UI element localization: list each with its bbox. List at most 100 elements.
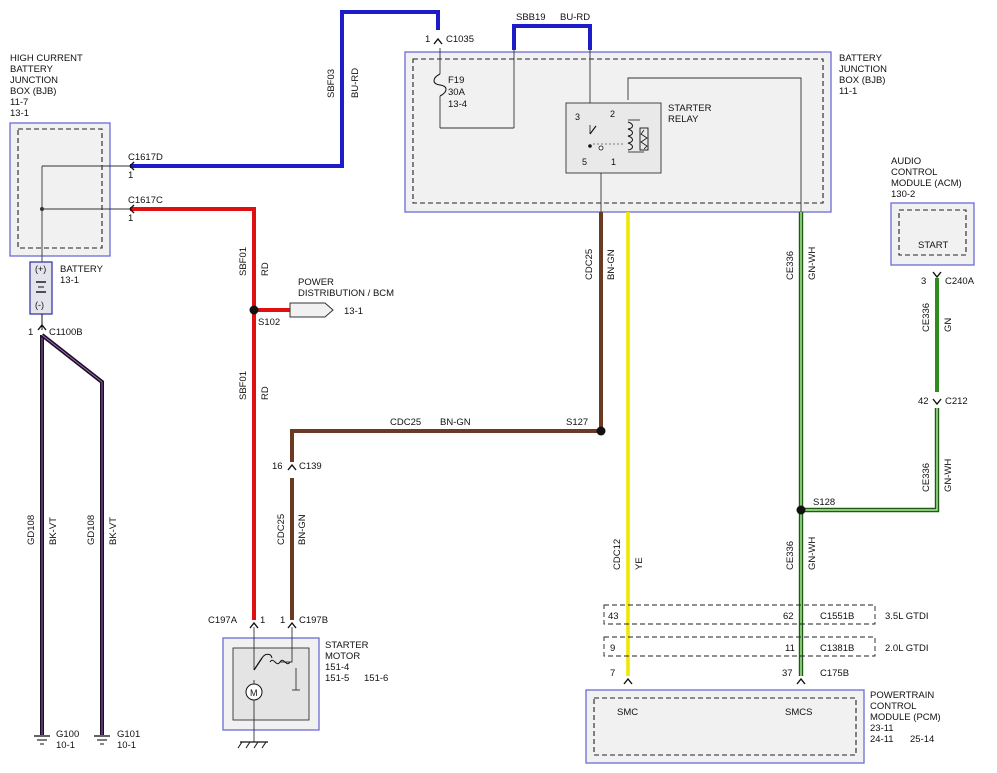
svg-text:151-4: 151-4: [325, 662, 349, 673]
svg-text:CE336: CE336: [785, 251, 796, 280]
svg-text:C1617C: C1617C: [128, 195, 163, 206]
svg-text:C240A: C240A: [945, 276, 975, 287]
svg-text:3: 3: [921, 276, 926, 287]
svg-text:C1551B: C1551B: [820, 611, 854, 622]
svg-text:G101: G101: [117, 729, 140, 740]
ground-g101-icon: [94, 735, 110, 745]
svg-text:S128: S128: [813, 497, 835, 508]
svg-text:GN: GN: [943, 318, 954, 332]
svg-text:CDC25: CDC25: [390, 417, 421, 428]
wire-gd108: [40, 314, 104, 735]
starter-motor-box: [222, 637, 320, 731]
svg-text:CE336: CE336: [921, 463, 932, 492]
svg-text:11: 11: [785, 643, 795, 654]
svg-text:1: 1: [260, 615, 265, 626]
svg-text:GN-WH: GN-WH: [943, 459, 954, 492]
svg-text:24-11: 24-11: [870, 734, 894, 745]
svg-text:CDC25: CDC25: [584, 249, 595, 280]
svg-text:1: 1: [425, 34, 430, 45]
ground-labels: G100 10-1 G101 10-1: [56, 729, 140, 751]
svg-text:BN-GN: BN-GN: [440, 417, 471, 428]
acm-box: [890, 202, 975, 266]
wire-sbf01: [130, 207, 290, 620]
svg-text:C197A: C197A: [208, 615, 238, 626]
svg-text:43: 43: [608, 611, 619, 622]
svg-text:DISTRIBUTION / BCM: DISTRIBUTION / BCM: [298, 288, 394, 299]
svg-text:10-1: 10-1: [56, 740, 75, 751]
svg-text:C212: C212: [945, 396, 968, 407]
svg-text:C197B: C197B: [299, 615, 328, 626]
svg-text:10-1: 10-1: [117, 740, 136, 751]
svg-text:S102: S102: [258, 317, 280, 328]
svg-text:BN-GN: BN-GN: [297, 514, 308, 545]
svg-text:13-1: 13-1: [344, 306, 363, 317]
svg-text:62: 62: [783, 611, 794, 622]
connector-chevrons: [37, 37, 942, 685]
svg-text:1: 1: [280, 615, 285, 626]
svg-text:CONTROL: CONTROL: [870, 701, 916, 712]
svg-text:7: 7: [610, 668, 615, 679]
svg-text:11-1: 11-1: [839, 86, 857, 97]
svg-text:130-2: 130-2: [891, 189, 915, 200]
svg-text:C1381B: C1381B: [820, 643, 854, 654]
svg-text:BK-VT: BK-VT: [48, 517, 59, 545]
svg-text:BATTERY: BATTERY: [10, 64, 54, 75]
svg-text:CONTROL: CONTROL: [891, 167, 937, 178]
svg-text:YE: YE: [634, 557, 645, 570]
svg-text:JUNCTION: JUNCTION: [839, 64, 887, 75]
svg-text:START: START: [918, 240, 948, 251]
wire-sbb19: [512, 24, 592, 50]
wire-ce336: [798, 212, 940, 676]
svg-text:BATTERY: BATTERY: [60, 264, 104, 275]
svg-text:RELAY: RELAY: [668, 114, 699, 125]
pcm-label: POWERTRAIN CONTROL MODULE (PCM) 23-11 24…: [617, 690, 941, 745]
svg-text:13-1: 13-1: [60, 275, 79, 286]
svg-text:BOX (BJB): BOX (BJB): [839, 75, 885, 86]
svg-text:151-5: 151-5: [325, 673, 349, 684]
wire-sbf03: [130, 10, 440, 168]
svg-text:POWERTRAIN: POWERTRAIN: [870, 690, 934, 701]
svg-text:MODULE (PCM): MODULE (PCM): [870, 712, 941, 723]
bjb-left-internal: [40, 165, 130, 262]
svg-text:SBB19: SBB19: [516, 12, 546, 23]
wire-labels: SBF03 BU-RD SBB19 BU-RD SBF01 RD SBF01 R…: [26, 12, 954, 570]
svg-text:16: 16: [272, 461, 283, 472]
svg-text:AUDIO: AUDIO: [891, 156, 921, 167]
svg-text:1: 1: [128, 213, 133, 224]
acm-label: AUDIO CONTROL MODULE (ACM) 130-2 START: [891, 156, 962, 251]
bjb-left-box: [9, 122, 111, 257]
starter-relay-label: STARTER RELAY: [668, 103, 712, 125]
svg-text:13-1: 13-1: [10, 108, 29, 119]
svg-text:SMC: SMC: [617, 707, 638, 718]
svg-text:23-11: 23-11: [870, 723, 894, 734]
starter-motor-label: STARTER MOTOR 151-4 151-5 151-6: [325, 640, 388, 684]
svg-text:151-6: 151-6: [364, 673, 388, 684]
svg-text:1: 1: [28, 327, 33, 338]
svg-text:BK-VT: BK-VT: [108, 517, 119, 545]
connector-band-c1551b: [603, 604, 876, 625]
svg-text:CE336: CE336: [785, 541, 796, 570]
splice-s102: S102: [249, 305, 280, 328]
bjb-right-label: BATTERY JUNCTION BOX (BJB) 11-1: [839, 53, 887, 97]
power-distribution-pointer: POWER DISTRIBUTION / BCM 13-1: [289, 277, 394, 318]
battery-symbol: (+) (-): [29, 261, 53, 315]
svg-text:CE336: CE336: [921, 303, 932, 332]
splice-s128: S128: [796, 497, 835, 515]
svg-text:C1100B: C1100B: [49, 327, 83, 338]
svg-text:5: 5: [582, 157, 587, 167]
svg-text:CDC25: CDC25: [276, 514, 287, 545]
svg-text:C1617D: C1617D: [128, 152, 163, 163]
svg-text:37: 37: [782, 668, 793, 679]
svg-text:JUNCTION: JUNCTION: [10, 75, 58, 86]
svg-text:1: 1: [611, 157, 616, 167]
svg-text:GN-WH: GN-WH: [807, 247, 818, 280]
svg-text:25-14: 25-14: [910, 734, 934, 745]
svg-text:SMCS: SMCS: [785, 707, 812, 718]
battery-label: BATTERY 13-1: [60, 264, 104, 286]
pcm-box: [585, 689, 865, 764]
svg-text:3.5L GTDI: 3.5L GTDI: [885, 611, 928, 622]
svg-text:RD: RD: [260, 262, 271, 276]
connector-band-c1381b: [603, 636, 876, 657]
starter-motor-ground-icon: [237, 741, 268, 749]
svg-text:BATTERY: BATTERY: [839, 53, 883, 64]
